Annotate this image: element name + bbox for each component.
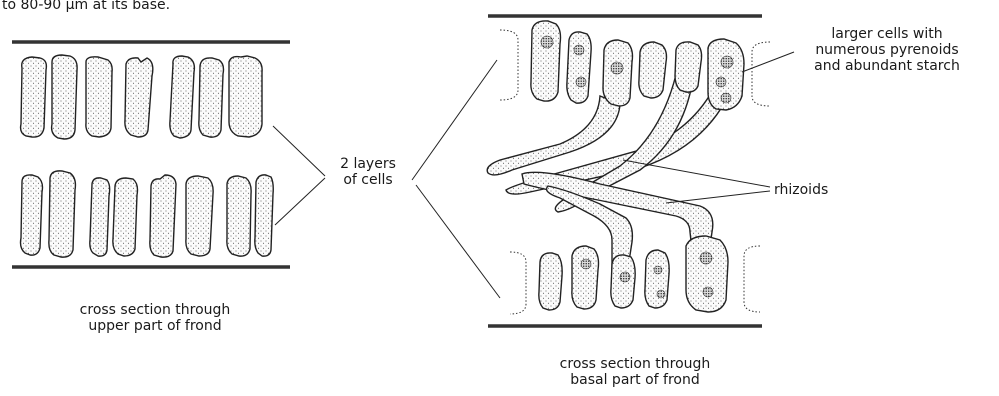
cell <box>21 175 43 255</box>
cell <box>90 178 110 256</box>
pointer-rhizoid-2 <box>666 191 770 203</box>
bracket <box>500 30 518 100</box>
label-rhizoids: rhizoids <box>774 182 828 198</box>
pyrenoid <box>703 287 713 297</box>
pyrenoid <box>700 252 712 264</box>
upper-cell-layer-2 <box>21 171 274 257</box>
cell <box>125 58 153 137</box>
cell <box>686 236 728 312</box>
cell <box>675 42 702 92</box>
cell <box>113 178 138 256</box>
caption-upper-frond-line-1: cross section through <box>40 302 270 318</box>
pyrenoid <box>541 36 553 48</box>
pyrenoid <box>620 272 630 282</box>
cell <box>531 21 561 101</box>
pyrenoid <box>721 56 733 68</box>
cell <box>186 176 213 256</box>
caption-basal-frond-line-2: basal part of frond <box>520 372 750 388</box>
cell <box>21 57 47 137</box>
label-two-layers: 2 layers of cells <box>326 156 410 188</box>
cell <box>572 246 599 309</box>
cell <box>567 32 591 103</box>
pyrenoid <box>654 266 662 274</box>
pointer-layers-to-basal-top <box>412 60 497 180</box>
pointer-rhizoid-1 <box>623 160 770 187</box>
upper-frond-section <box>12 42 290 267</box>
pyrenoid <box>576 77 586 87</box>
pointer-layers-to-upper-layer-1 <box>273 126 325 176</box>
upper-cell-layer-1 <box>21 55 263 139</box>
pointer-layers-to-basal-bottom <box>416 185 500 298</box>
label-larger-cells: larger cells with numerous pyrenoids and… <box>792 26 982 74</box>
label-two-layers-line-2: of cells <box>326 172 410 188</box>
caption-basal-frond-line-1: cross section through <box>520 356 750 372</box>
cell <box>52 55 78 139</box>
pyrenoid <box>716 77 726 87</box>
cell <box>199 58 224 137</box>
cell <box>229 56 262 137</box>
cell <box>639 42 667 98</box>
cell <box>86 57 112 137</box>
pyrenoid <box>574 45 584 55</box>
caption-upper-frond: cross section through upper part of fron… <box>40 302 270 334</box>
pyrenoid <box>581 259 591 269</box>
bracket <box>510 252 526 314</box>
caption-upper-frond-line-2: upper part of frond <box>40 318 270 334</box>
basal-frond-section <box>487 16 770 326</box>
pyrenoid <box>721 93 731 103</box>
caption-basal-frond: cross section through basal part of fron… <box>520 356 750 388</box>
cell <box>49 171 76 257</box>
basal-cell-layer-2 <box>539 236 728 312</box>
label-larger-cells-line-3: and abundant starch <box>792 58 982 74</box>
label-larger-cells-line-2: numerous pyrenoids <box>792 42 982 58</box>
pyrenoid <box>611 62 623 74</box>
cell <box>150 175 176 257</box>
caption-fragment: to 80-90 µm at its base. <box>2 0 170 13</box>
bracket <box>752 42 770 106</box>
pointer-layers-to-upper-layer-2 <box>275 178 325 225</box>
cell <box>227 176 251 256</box>
cell <box>255 175 273 256</box>
cell <box>539 253 562 310</box>
pointer-larger-cells <box>742 52 794 72</box>
cell <box>645 250 669 308</box>
pyrenoid <box>657 290 665 298</box>
cell <box>170 56 195 138</box>
bracket <box>744 246 760 312</box>
basal-cell-layer-1 <box>531 21 744 110</box>
label-larger-cells-line-1: larger cells with <box>792 26 982 42</box>
label-two-layers-line-1: 2 layers <box>326 156 410 172</box>
